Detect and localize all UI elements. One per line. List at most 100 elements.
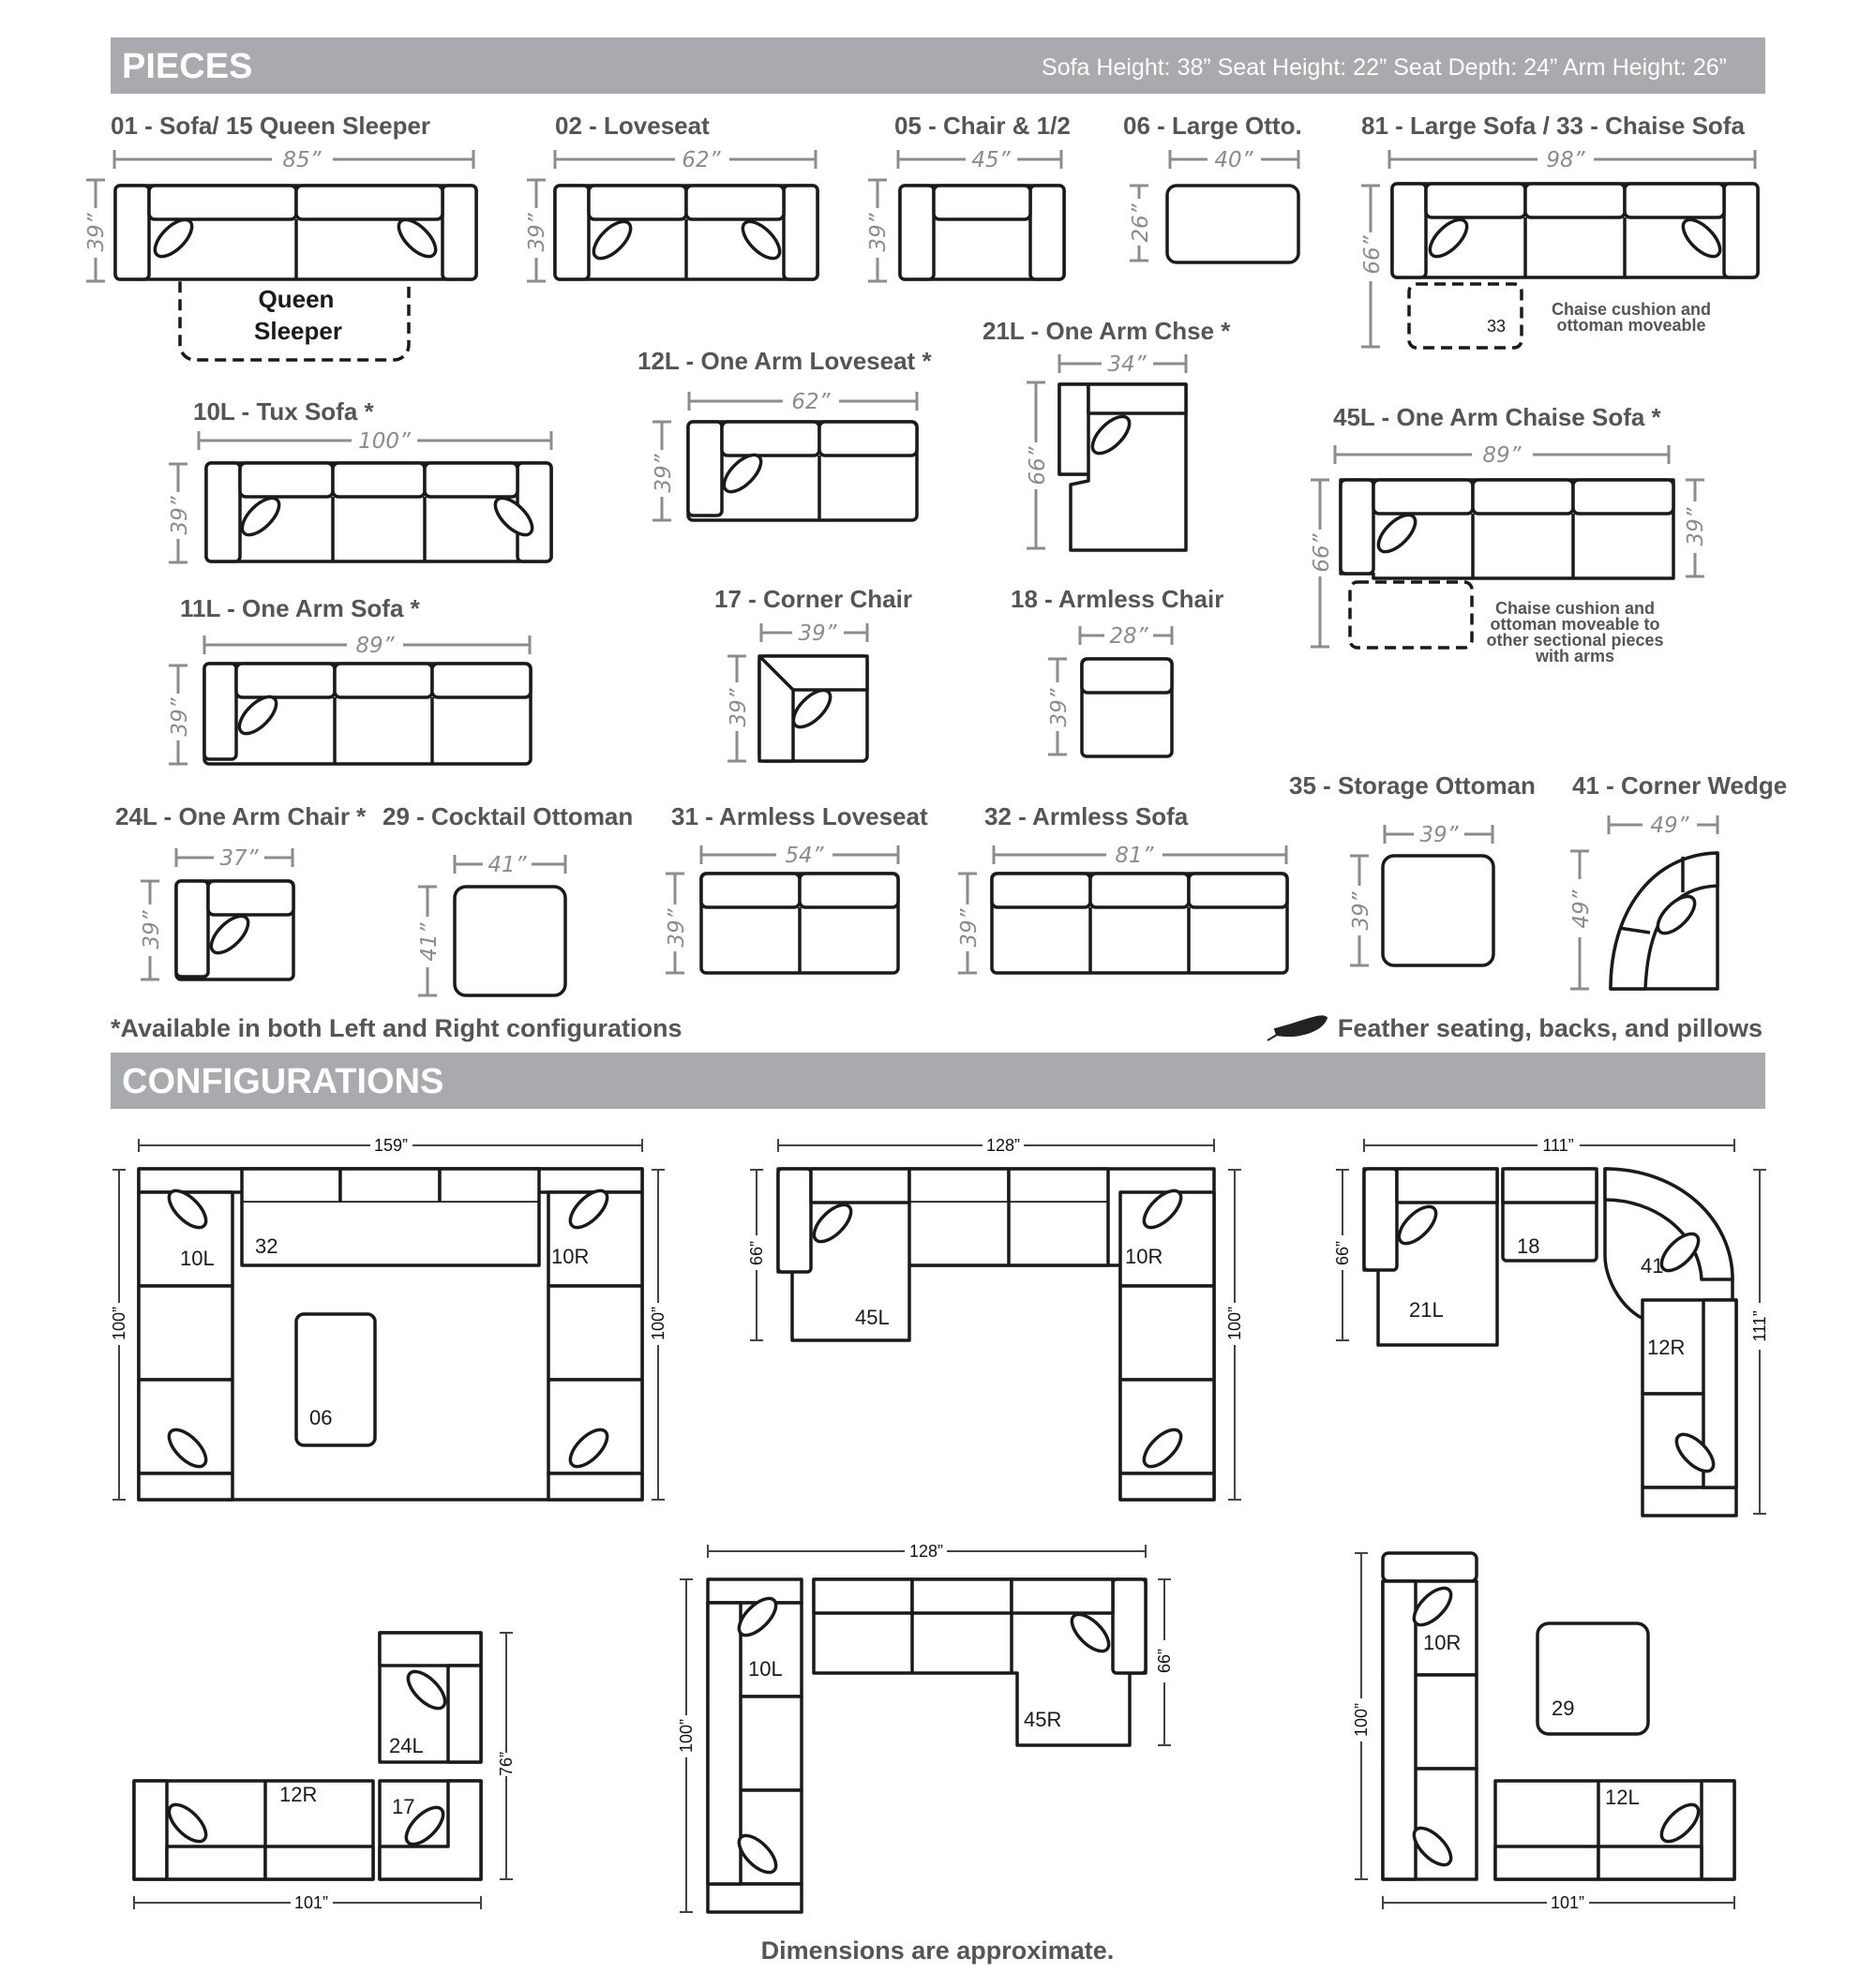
svg-text:66”: 66” xyxy=(1026,445,1050,485)
feather-icon xyxy=(1267,1015,1328,1041)
piece-45l-one-arm-chaise-sofa: 45L - One Arm Chaise Sofa * 89” 66” 39” … xyxy=(1310,403,1708,665)
configuration-3: 111” 66” 111” 18 21L 41 12R xyxy=(1333,1136,1769,1517)
piece-title: 17 - Corner Chair xyxy=(714,585,912,613)
svg-text:39”: 39” xyxy=(866,212,891,251)
svg-text:101”: 101” xyxy=(294,1893,328,1912)
svg-text:111”: 111” xyxy=(1542,1136,1573,1155)
svg-text:39”: 39” xyxy=(1419,823,1459,847)
svg-text:100”: 100” xyxy=(110,1307,128,1340)
configuration-2: 128” 66” 100” 45L 10R xyxy=(747,1136,1244,1502)
svg-text:37”: 37” xyxy=(219,846,259,871)
svg-text:10R: 10R xyxy=(1125,1245,1162,1268)
piece-12l-one-arm-loveseat: 12L - One Arm Loveseat * 62” 39” xyxy=(638,347,932,522)
piece-81-large-sofa-chaise: 81 - Large Sofa / 33 - Chaise Sofa 98” 6… xyxy=(1360,112,1760,350)
svg-text:41: 41 xyxy=(1641,1254,1663,1278)
svg-text:40”: 40” xyxy=(1214,148,1253,172)
svg-text:34”: 34” xyxy=(1107,352,1147,377)
svg-text:76”: 76” xyxy=(497,1752,516,1776)
piece-32-armless-sofa: 32 - Armless Sofa 81” 39” xyxy=(957,802,1289,975)
svg-text:other sectional pieces: other sectional pieces xyxy=(1486,631,1663,650)
svg-text:62”: 62” xyxy=(682,148,721,172)
piece-title: 29 - Cocktail Ottoman xyxy=(382,802,633,830)
svg-text:17: 17 xyxy=(392,1795,414,1818)
svg-text:ottoman moveable to: ottoman moveable to xyxy=(1490,615,1659,634)
piece-title: 31 - Armless Loveseat xyxy=(671,802,928,830)
svg-text:100”: 100” xyxy=(649,1307,668,1340)
svg-text:26”: 26” xyxy=(1129,202,1153,242)
dimension-specs: Sofa Height: 38” Seat Height: 22” Seat D… xyxy=(1042,54,1727,81)
svg-text:Chaise cushion and: Chaise cushion and xyxy=(1495,599,1655,618)
piece-01-sofa-queen-sleeper: 01 - Sofa/ 15 Queen Sleeper 85” 39” Quee… xyxy=(84,112,478,362)
svg-text:Queen: Queen xyxy=(259,285,335,313)
svg-text:101”: 101” xyxy=(1551,1893,1584,1912)
svg-text:128”: 128” xyxy=(986,1136,1020,1155)
piece-10l-tux-sofa: 10L - Tux Sofa * 100” 39” xyxy=(168,397,553,564)
pieces-title: PIECES xyxy=(122,47,252,86)
svg-text:39”: 39” xyxy=(1349,890,1373,930)
svg-text:66”: 66” xyxy=(1310,532,1334,572)
svg-text:10R: 10R xyxy=(1423,1631,1461,1654)
piece-title: 02 - Loveseat xyxy=(555,112,710,140)
svg-text:66”: 66” xyxy=(1155,1649,1174,1673)
piece-02-loveseat: 02 - Loveseat 62” 39” xyxy=(525,112,819,283)
piece-title: 11L - One Arm Sofa * xyxy=(180,594,421,622)
svg-text:66”: 66” xyxy=(1360,234,1385,274)
svg-text:06: 06 xyxy=(309,1406,332,1429)
svg-text:39”: 39” xyxy=(957,907,982,947)
svg-text:111”: 111” xyxy=(1750,1310,1769,1341)
svg-text:41”: 41” xyxy=(417,921,442,961)
svg-text:10L: 10L xyxy=(748,1657,783,1681)
piece-24l-one-arm-chair: 24L - One Arm Chair * 37” 39” xyxy=(115,802,367,981)
svg-text:10R: 10R xyxy=(551,1245,589,1268)
svg-text:39”: 39” xyxy=(168,696,192,736)
piece-29-cocktail-ottoman: 29 - Cocktail Ottoman 41” 41” xyxy=(382,802,633,997)
svg-text:54”: 54” xyxy=(785,844,824,868)
piece-title: 24L - One Arm Chair * xyxy=(115,802,367,830)
piece-31-armless-loveseat: 31 - Armless Loveseat 54” 39” xyxy=(665,802,928,975)
svg-text:39”: 39” xyxy=(84,212,109,251)
svg-text:66”: 66” xyxy=(747,1241,766,1265)
piece-18-armless-chair: 18 - Armless Chair 28” 39” xyxy=(1011,585,1223,758)
svg-text:12L: 12L xyxy=(1605,1786,1640,1809)
piece-21l-one-arm-chaise: 21L - One Arm Chse * 34” 66” xyxy=(982,317,1231,552)
svg-text:39”: 39” xyxy=(727,687,751,726)
piece-35-storage-ottoman: 35 - Storage Ottoman 39” 39” xyxy=(1289,771,1536,967)
configuration-6: 101” 100” 10R 29 12L xyxy=(1352,1551,1736,1912)
svg-text:39”: 39” xyxy=(525,212,549,251)
piece-title: 18 - Armless Chair xyxy=(1011,585,1223,613)
configuration-5: 128” 100” 66” 10L 45R xyxy=(677,1542,1174,1914)
svg-text:98”: 98” xyxy=(1546,148,1585,172)
svg-text:21L: 21L xyxy=(1409,1298,1444,1322)
svg-text:49”: 49” xyxy=(1650,814,1689,838)
svg-text:with arms: with arms xyxy=(1535,647,1614,665)
svg-text:100”: 100” xyxy=(1225,1307,1244,1340)
configurations-header: CONFIGURATIONS xyxy=(111,1053,1765,1109)
piece-05-chair-and-half: 05 - Chair & 1/2 45” 39” xyxy=(866,112,1071,283)
piece-41-corner-wedge: 41 - Corner Wedge 49” 49” xyxy=(1569,771,1787,991)
feather-note: Feather seating, backs, and pillows xyxy=(1338,1014,1762,1042)
pieces-header: PIECES Sofa Height: 38” Seat Height: 22”… xyxy=(111,37,1765,94)
svg-text:12R: 12R xyxy=(279,1783,317,1806)
svg-text:24L: 24L xyxy=(389,1734,424,1757)
piece-title: 81 - Large Sofa / 33 - Chaise Sofa xyxy=(1361,112,1745,140)
piece-title: 12L - One Arm Loveseat * xyxy=(638,347,932,375)
svg-text:128”: 128” xyxy=(909,1542,943,1561)
svg-text:81”: 81” xyxy=(1115,844,1154,868)
svg-text:Sleeper: Sleeper xyxy=(254,317,342,345)
svg-text:39”: 39” xyxy=(1684,506,1708,546)
svg-text:12R: 12R xyxy=(1647,1336,1685,1359)
footer-note: Dimensions are approximate. xyxy=(761,1936,1115,1965)
piece-title: 01 - Sofa/ 15 Queen Sleeper xyxy=(111,112,430,140)
svg-text:39”: 39” xyxy=(1047,687,1072,726)
svg-text:18: 18 xyxy=(1517,1234,1539,1258)
svg-text:89”: 89” xyxy=(355,634,395,658)
svg-text:100”: 100” xyxy=(677,1719,696,1753)
svg-text:33: 33 xyxy=(1487,317,1506,336)
svg-text:ottoman moveable: ottoman moveable xyxy=(1556,316,1705,335)
svg-text:45L: 45L xyxy=(855,1306,890,1329)
svg-text:39”: 39” xyxy=(652,453,676,492)
svg-text:49”: 49” xyxy=(1569,889,1594,928)
svg-text:29: 29 xyxy=(1552,1697,1574,1720)
svg-text:28”: 28” xyxy=(1109,624,1148,649)
